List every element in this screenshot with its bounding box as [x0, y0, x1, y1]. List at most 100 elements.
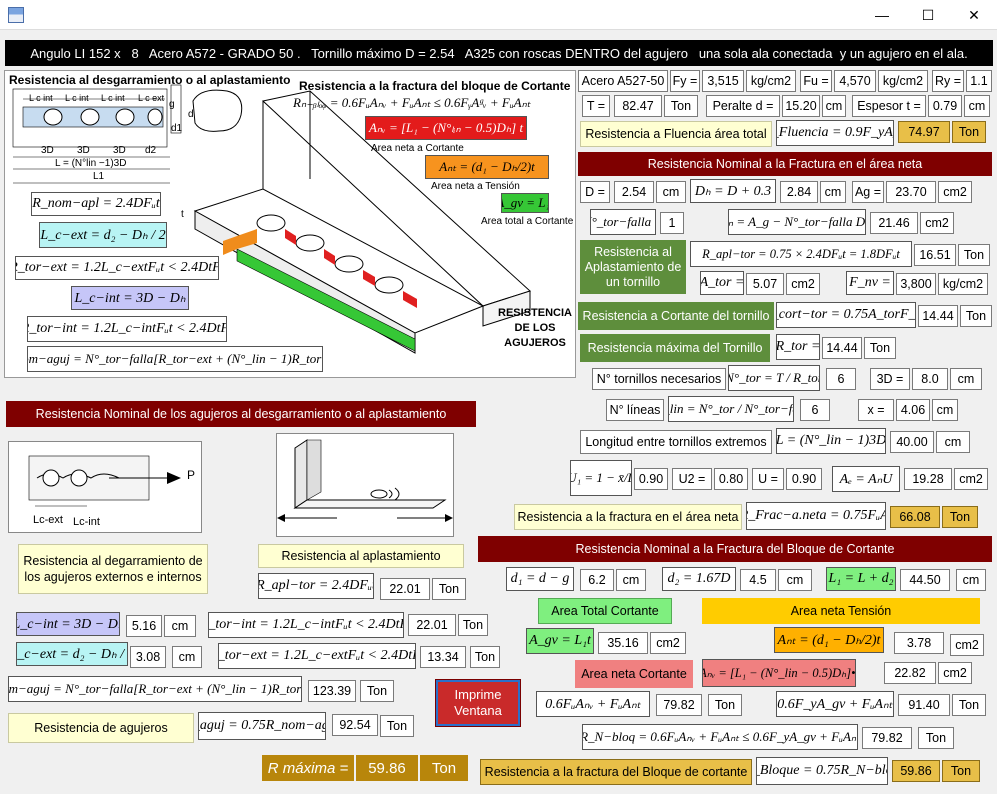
maximize-button[interactable]: ☐: [921, 6, 935, 23]
Ae-value: 19.28: [904, 468, 952, 490]
ant-value: 3.78: [894, 632, 944, 654]
bloque-cortante-label: Resistencia a la fractura del Bloque de …: [480, 759, 752, 785]
longitud-value: 40.00: [890, 431, 934, 453]
fu-label: Fu =: [800, 70, 832, 92]
d1-formula: d₁ = d − g: [506, 567, 574, 591]
cort-tor-unit: Ton: [960, 305, 992, 327]
An-unit: cm2: [920, 212, 954, 234]
app-icon: [8, 7, 24, 23]
Dh-formula: Dₕ = D + 0.3: [690, 179, 776, 203]
rti-unit: Ton: [458, 614, 488, 636]
rna-value: 123.39: [308, 680, 356, 702]
resistencia-agujeros-label-bottom: Resistencia de agujeros: [8, 713, 194, 743]
dim-3d-1: 3D: [41, 145, 54, 156]
rna-unit: Ton: [360, 680, 394, 702]
3D-unit: cm: [950, 368, 982, 390]
d2-unit: cm: [778, 569, 812, 591]
fluencia-value: 74.97: [898, 121, 950, 143]
frac-aneta-unit: Ton: [942, 506, 978, 528]
lci-unit: cm: [164, 615, 196, 637]
Fnv-value[interactable]: 3,800: [896, 273, 936, 295]
lci-formula: L_c−int = 3D − Dₕ: [16, 612, 120, 636]
fluencia-unit: Ton: [952, 121, 986, 143]
peralte-unit: cm: [822, 95, 846, 117]
apl-value: 22.01: [380, 578, 430, 600]
apl-unit: Ton: [432, 578, 466, 600]
cort-tor-value: 14.44: [918, 305, 958, 327]
anv-formula: Aₙᵥ = [L₁ − (N°ₗᵢₙ − 0.5)Dₕ] t: [365, 116, 527, 140]
title-bar: [0, 0, 997, 30]
c2-unit: Ton: [952, 694, 986, 716]
U2-label: U2 =: [672, 468, 712, 490]
D-label: D =: [580, 181, 610, 203]
U-value: 0.90: [786, 468, 822, 490]
peralte-value[interactable]: 15.20: [782, 95, 820, 117]
U1-formula: U₁ = 1 − x̄/L: [570, 460, 632, 496]
Fnv-unit: kg/cm2: [938, 273, 988, 295]
imprime-ventana-button[interactable]: Imprime Ventana: [435, 679, 521, 727]
bloque-formula: R_Bloque = 0.75R_N−bloq: [756, 757, 888, 785]
espesor-value[interactable]: 0.79: [928, 95, 962, 117]
d2-formula: d₂ = 1.67D: [662, 567, 736, 591]
dim-3d-2: 3D: [77, 145, 90, 156]
dim-L1-label: L1: [93, 171, 105, 182]
fu-value[interactable]: 4,570: [834, 70, 876, 92]
espesor-unit: cm: [964, 95, 990, 117]
section-bloque-cortante: Resistencia Nominal a la Fractura del Bl…: [478, 536, 992, 562]
diagram-title-right: Resistencia a la fractura del bloque de …: [299, 79, 571, 93]
ant-unit: cm2: [950, 634, 984, 656]
Ator-value[interactable]: 5.07: [746, 273, 784, 295]
T-value[interactable]: 82.47: [614, 95, 662, 117]
lci-value: 5.16: [126, 615, 162, 637]
L1-value: 44.50: [900, 569, 950, 591]
bolt-hole-image: P Lc-ext Lc-int: [8, 441, 202, 533]
U2-value[interactable]: 0.80: [714, 468, 748, 490]
fu-unit: kg/cm2: [878, 70, 928, 92]
dim-3d-3: 3D: [113, 145, 126, 156]
dim-lc-label-1: L c int: [29, 93, 53, 103]
apl-formula: R_apl−tor = 2.4DFᵤt: [258, 573, 374, 599]
rte-formula: R_tor−ext = 1.2L_c−extFᵤt < 2.4DtFᵤ: [218, 643, 416, 669]
img-p-label: P: [187, 468, 196, 482]
f-lc-ext: L_c−ext = d₂ − Dₕ / 2: [39, 222, 167, 248]
img-lc-ext: Lc-ext: [33, 514, 63, 526]
raguj-formula: R_aguj = 0.75R_nom−aguj: [198, 712, 326, 740]
T-label: T =: [582, 95, 610, 117]
L1-unit: cm: [956, 569, 986, 591]
section-fractura-area-neta: Resistencia Nominal a la Fractura en el …: [578, 152, 992, 176]
x-value[interactable]: 4.06: [896, 399, 930, 421]
bloq-formula: Rₙ₋ᵦₗₒᵩ = 0.6FᵤAₙᵥ + FᵤAₙₜ ≤ 0.6FᵧAᵍᵥ + …: [293, 95, 531, 110]
espesor-label: Espesor t =: [852, 95, 926, 117]
U1-value: 0.90: [634, 468, 668, 490]
ry-value[interactable]: 1.1: [966, 70, 992, 92]
fy-label: Fy =: [670, 70, 700, 92]
close-button[interactable]: ✕: [968, 6, 980, 23]
resistencia-maxima-tornillo-label: Resistencia máxima del Tornillo: [580, 334, 770, 362]
c1-formula: 0.6FᵤAₙᵥ + FᵤAₙₜ: [536, 691, 650, 717]
anv-label: Area neta a Cortante: [371, 143, 464, 154]
Dh-unit: cm: [820, 181, 846, 203]
ntor-value: 6: [826, 368, 856, 390]
agv-formula-right: A_gv = L₁t: [526, 628, 594, 654]
fluencia-label: Resistencia a Fluencia área total: [580, 121, 772, 147]
ntor-falla-value[interactable]: 1: [660, 212, 684, 234]
minimize-button[interactable]: —: [875, 7, 889, 23]
anv-formula-right: Aₙᵥ = [L₁ − (N°_lin − 0.5)Dₕ]•t: [702, 659, 856, 687]
angle-diagram: [12, 84, 531, 354]
raguj-value: 92.54: [332, 714, 378, 736]
fy-value[interactable]: 3,515: [702, 70, 744, 92]
area-neta-cortante-label: Area neta Cortante: [575, 660, 693, 688]
3D-value: 8.0: [912, 368, 948, 390]
rte-unit: Ton: [470, 646, 500, 668]
ant-formula-right: Aₙₜ = (d₁ − Dₕ/2)t: [774, 627, 884, 653]
bloque-value: 59.86: [892, 760, 940, 782]
aplastamiento-tornillo-label: Resistencia al Aplastamiento de un torni…: [580, 240, 686, 294]
D-value[interactable]: 2.54: [614, 181, 654, 203]
rn-bloq-value: 79.82: [862, 727, 912, 749]
d1-value[interactable]: 6.2: [580, 569, 614, 591]
U-label: U =: [752, 468, 784, 490]
agv-unit: cm2: [650, 632, 686, 654]
r-maxima-label: R máxima =: [262, 755, 354, 781]
dim-t-label: t: [181, 209, 184, 220]
rn-bloq-unit: Ton: [918, 727, 954, 749]
